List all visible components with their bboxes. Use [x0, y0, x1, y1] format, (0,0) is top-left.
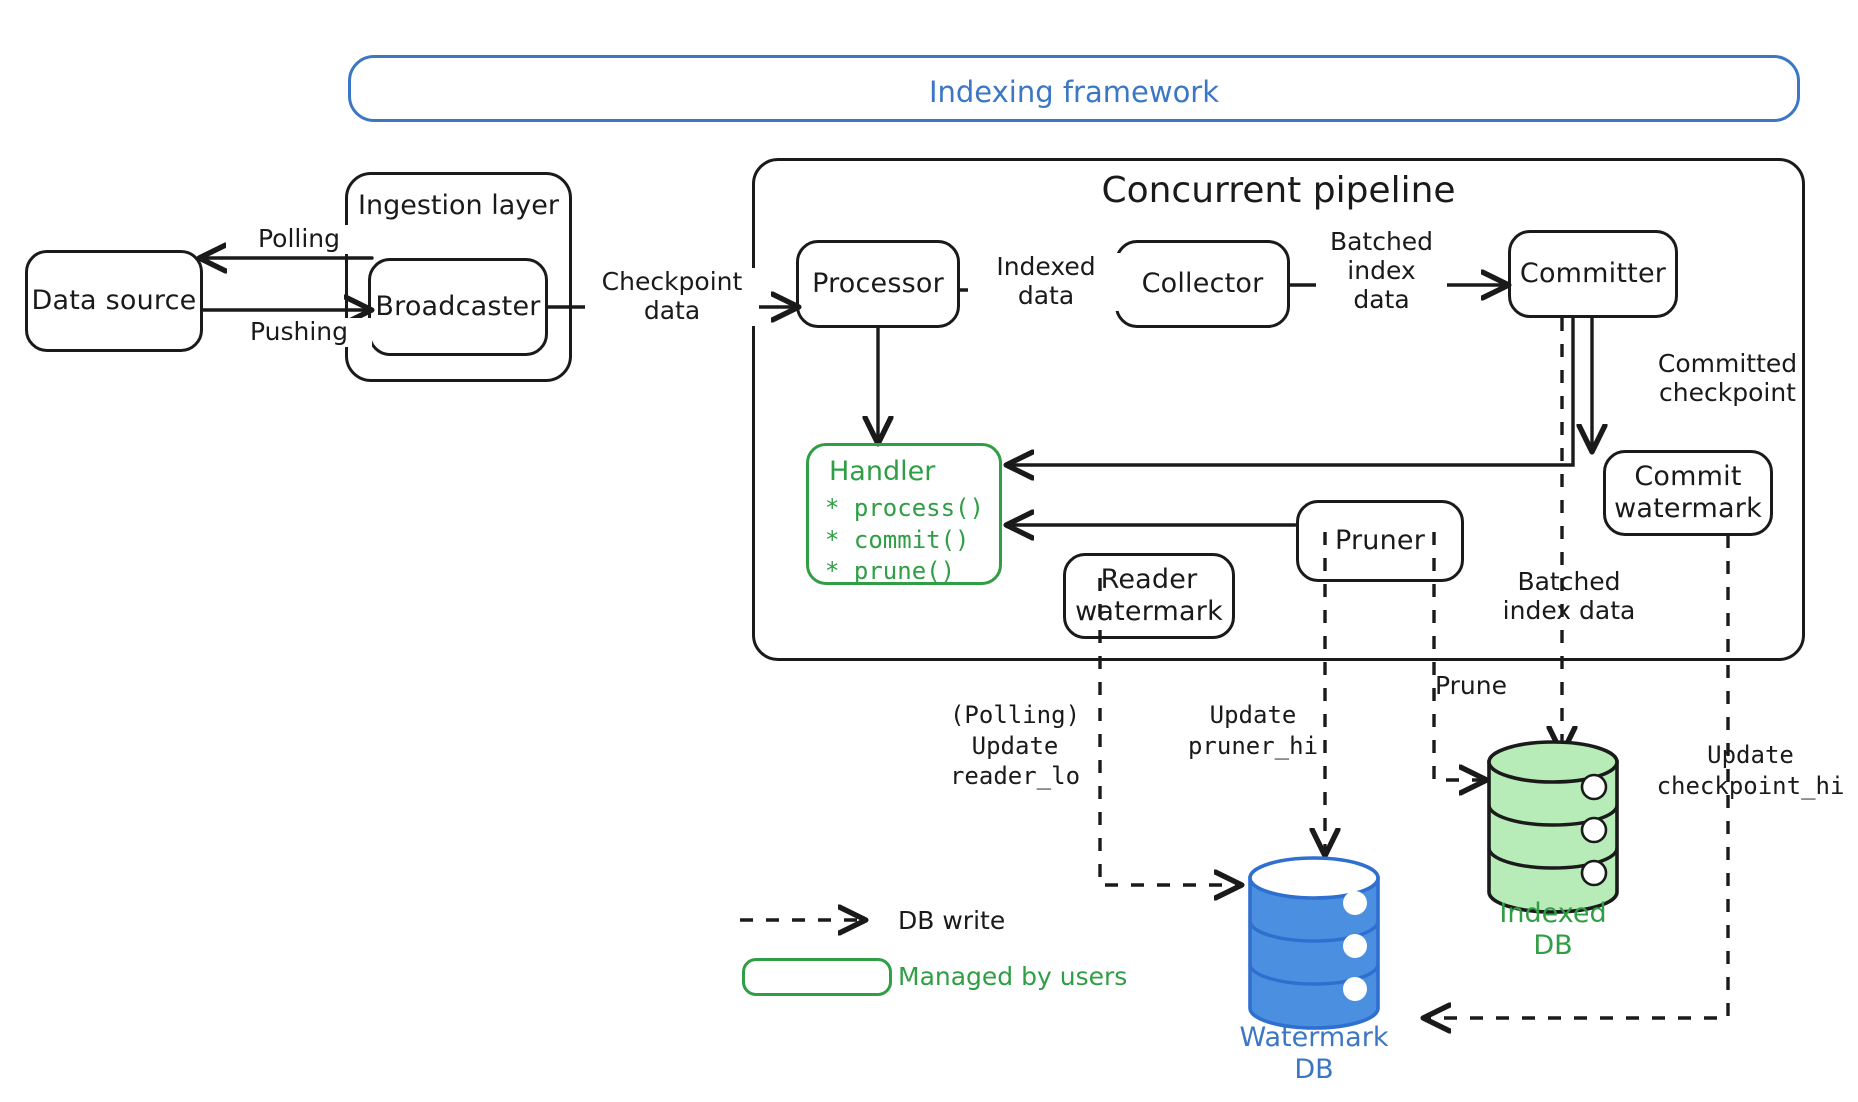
node-processor[interactable]: Processor [796, 240, 960, 328]
node-data-source-label: Data source [31, 285, 197, 317]
edge-label-update-pruner-hi: Update pruner_hi [1187, 701, 1319, 760]
node-commit-watermark-label: Commit watermark [1614, 461, 1762, 524]
node-processor-label: Processor [812, 268, 944, 300]
edge-label-update-checkpoint-hi: Update checkpoint_hi [1656, 741, 1845, 800]
node-committer[interactable]: Committer [1508, 230, 1678, 318]
group-ingestion-layer [345, 172, 572, 382]
legend-managed-by-users-label: Managed by users [898, 962, 1128, 991]
group-indexing-framework [348, 55, 1800, 122]
group-title-concurrent-pipeline: Concurrent pipeline [1101, 170, 1456, 211]
edge-label-batched-index-data-top: Batched index data [1316, 227, 1447, 315]
node-collector[interactable]: Collector [1115, 240, 1290, 328]
edge-label-checkpoint-data: Checkpoint data [585, 267, 759, 326]
watermark-db-icon [1248, 856, 1380, 1030]
group-title-ingestion-layer: Ingestion layer [358, 190, 559, 221]
handler-title: Handler [829, 456, 936, 487]
handler-method-prune: * prune() [825, 557, 956, 586]
node-reader-watermark[interactable]: Reader watermark [1063, 553, 1235, 639]
group-title-indexing-framework: Indexing framework [928, 75, 1220, 109]
legend-rounded-box-icon [742, 958, 892, 996]
node-commit-watermark[interactable]: Commit watermark [1603, 450, 1773, 536]
node-committer-label: Committer [1519, 258, 1667, 290]
node-broadcaster[interactable]: Broadcaster [368, 258, 548, 356]
node-pruner-label: Pruner [1334, 525, 1426, 557]
edge-label-pushing: Pushing [226, 317, 372, 347]
node-handler[interactable]: Handler * process() * commit() * prune() [806, 443, 1002, 585]
edge-label-batched-index-data-bottom: Batched index data [1502, 567, 1636, 625]
watermark-db-label: Watermark DB [1239, 1022, 1389, 1085]
legend-db-write-label: DB write [898, 906, 1006, 935]
edge-label-indexed-data: Indexed data [968, 252, 1124, 311]
node-pruner[interactable]: Pruner [1296, 500, 1464, 582]
handler-method-process: * process() [825, 494, 984, 522]
edge-label-polling-update-reader-lo: (Polling) Update reader_lo [949, 701, 1081, 791]
node-collector-label: Collector [1141, 268, 1264, 300]
group-concurrent-pipeline [752, 158, 1805, 661]
indexed-db-label: Indexed DB [1499, 898, 1607, 961]
node-data-source[interactable]: Data source [25, 250, 203, 352]
edge-label-committed-checkpoint: Committed checkpoint [1657, 349, 1798, 407]
edge-label-prune: Prune [1435, 671, 1507, 700]
node-reader-watermark-label: Reader watermark [1075, 564, 1223, 627]
handler-method-commit: * commit() [825, 525, 970, 554]
node-broadcaster-label: Broadcaster [375, 291, 541, 323]
indexed-db-icon [1487, 740, 1619, 914]
edge-label-polling: Polling [226, 224, 372, 254]
